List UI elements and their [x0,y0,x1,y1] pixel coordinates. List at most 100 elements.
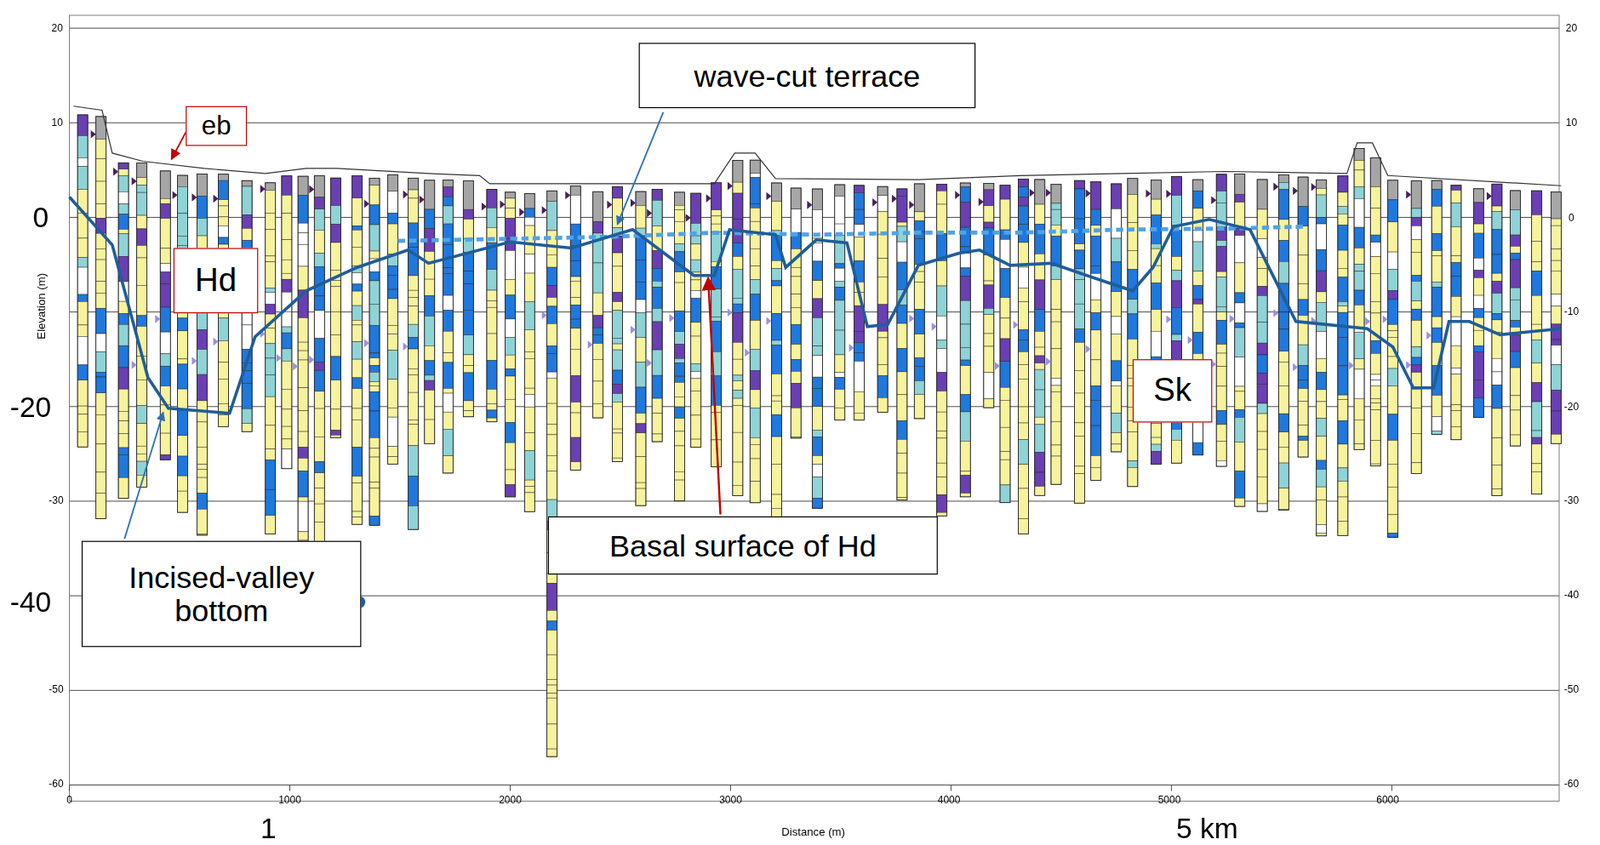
axis-tick-label: 20 [51,22,63,34]
borehole-layer [96,444,107,473]
borehole-layer [1431,256,1442,283]
borehole-layer [960,182,971,188]
marker-triangle [1029,188,1035,198]
borehole-layer [1000,185,1011,200]
borehole-layer [1171,334,1182,341]
borehole-layer [408,392,419,420]
borehole-layer [1091,467,1102,480]
borehole-layer [442,428,453,456]
axis-label-large: 5 km [1176,814,1239,845]
marker-triangle [113,167,119,177]
borehole-layer [937,438,948,463]
borehole-layer [1091,265,1102,274]
borehole-layer [1473,379,1484,398]
borehole-layer [749,266,760,280]
borehole-layer [1316,270,1327,292]
borehole-layer [1509,395,1520,411]
borehole-layer [1257,476,1268,504]
borehole-layer [1018,364,1029,379]
borehole-layer [442,295,453,311]
borehole-layer [118,477,129,498]
borehole-layer [635,433,646,458]
borehole-layer [570,376,581,403]
borehole-layer [1550,225,1561,250]
borehole-layer [388,212,399,224]
borehole-layer [1150,199,1161,216]
borehole-layer [1411,308,1422,320]
borehole-layer [1388,414,1399,441]
borehole-layer [1388,386,1399,415]
borehole-layer [442,205,453,224]
borehole-layer [177,235,189,246]
tick [1171,784,1172,791]
borehole-outline [1411,180,1422,474]
callout-box: eb [185,106,247,147]
borehole-layer [1316,389,1327,402]
borehole-layer [196,508,207,534]
borehole-layer [218,174,229,181]
borehole-layer [1297,177,1309,207]
marker-triangle [154,314,160,324]
borehole-layer [651,375,663,399]
borehole-layer [1316,223,1327,250]
borehole-layer [691,235,702,245]
borehole-layer [1171,230,1182,257]
borehole-layer [265,358,276,376]
borehole-layer [1354,444,1365,451]
borehole-layer [77,135,88,158]
borehole-layer [1127,432,1138,462]
borehole-layer [160,263,171,273]
borehole-layer [1278,182,1289,189]
borehole-layer [218,362,229,380]
borehole-layer [177,318,189,332]
borehole-layer [811,317,823,346]
borehole-outline [877,186,888,412]
borehole-layer [352,476,363,484]
borehole-layer [1491,229,1503,255]
borehole-layer [651,321,663,350]
borehole-layer [1234,441,1246,471]
borehole-layer [369,457,380,483]
borehole-layer [691,298,702,323]
borehole-layer [960,227,971,247]
borehole-layer [265,256,276,263]
borehole-layer [1216,174,1227,192]
marker-triangle [588,340,594,349]
borehole-layer [674,418,686,432]
borehole-outline [1316,179,1327,537]
borehole-layer [983,346,995,373]
borehole-layer [1531,463,1543,473]
borehole-layer [1171,270,1182,281]
marker-triangle [931,322,938,332]
borehole-layer [1193,179,1204,191]
borehole-layer [674,272,686,284]
borehole-layer [160,284,171,308]
borehole-layer [570,437,581,463]
marker-triangle [500,200,506,210]
borehole-layer [877,276,888,304]
borehole-layer [611,349,623,371]
borehole-layer [674,431,686,446]
borehole-layer [1034,253,1046,280]
borehole-layer [834,388,846,408]
borehole-layer [1388,463,1399,487]
borehole-layer [281,439,292,450]
borehole-layer [177,410,189,436]
borehole-layer [1111,316,1122,334]
borehole-layer [196,422,207,448]
borehole-outline [570,186,581,471]
borehole-outline [960,182,971,498]
borehole-layer [1337,365,1349,395]
borehole-layer [547,748,558,757]
marker-triangle [364,200,370,209]
borehole-layer [1127,314,1138,340]
marker-triangle [806,200,812,210]
borehole-layer [1337,420,1349,445]
borehole-layer [137,257,148,286]
borehole-layer [547,610,558,622]
borehole-layer [160,433,171,455]
borehole-layer [265,425,276,450]
marker-triangle [91,130,97,139]
borehole-layer [1193,442,1204,456]
borehole-layer [1370,340,1381,354]
